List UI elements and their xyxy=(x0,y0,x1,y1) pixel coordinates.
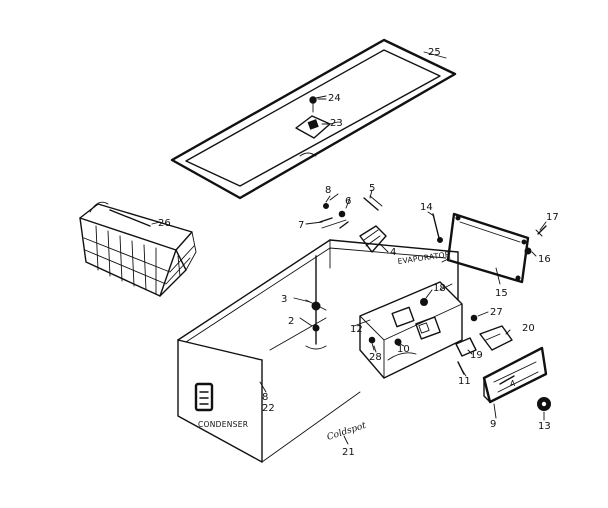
leader-lines xyxy=(151,51,547,445)
fastener-cluster xyxy=(319,193,383,223)
brand-signature: Coldspot xyxy=(326,421,368,443)
callout-11: 11 xyxy=(458,376,471,387)
callout-8-upper: 8 xyxy=(325,185,331,196)
callout-19: 19 xyxy=(470,350,483,361)
cabinet-body xyxy=(177,239,459,463)
callout-22: 22 xyxy=(262,403,275,414)
knob-13 xyxy=(537,397,551,411)
callout-3: 3 xyxy=(281,294,287,305)
evaporator-label: EVAPORATOR xyxy=(397,250,451,266)
screw-27 xyxy=(470,314,478,322)
callout-25: 25 xyxy=(428,47,441,58)
callout-18: 18 xyxy=(433,283,446,294)
control-panel xyxy=(359,281,463,379)
screw-17 xyxy=(535,225,547,237)
hinge-screw xyxy=(309,95,327,113)
terminal-19 xyxy=(455,337,477,357)
lid-gasket xyxy=(170,38,457,200)
front-cover-arrow-label: A xyxy=(510,379,516,388)
callout-14: 14 xyxy=(420,202,433,213)
callout-2: 2 xyxy=(288,316,294,327)
callout-28: 28 xyxy=(369,352,382,363)
access-cover-plate xyxy=(446,212,530,284)
callout-27: 27 xyxy=(490,307,503,318)
screw-28 xyxy=(368,336,376,351)
callout-7: 7 xyxy=(298,220,304,231)
callout-5: 5 xyxy=(369,183,375,194)
callout-17: 17 xyxy=(546,212,559,223)
callout-6: 6 xyxy=(345,196,351,207)
wire-basket xyxy=(79,201,197,297)
callout-4: 4 xyxy=(390,247,396,258)
callout-9: 9 xyxy=(490,419,496,430)
callout-15: 15 xyxy=(495,288,508,299)
callout-12: 12 xyxy=(350,324,363,335)
callout-21: 21 xyxy=(342,447,355,458)
callout-10: 10 xyxy=(397,344,410,355)
front-cover xyxy=(482,346,548,404)
callout-13: 13 xyxy=(538,421,551,432)
screw-14 xyxy=(432,213,443,243)
callout-20: 20 xyxy=(522,323,535,334)
washer-16 xyxy=(524,247,532,255)
callout-16: 16 xyxy=(538,254,551,265)
condenser-label: CONDENSER xyxy=(198,420,248,429)
callout-23: 23 xyxy=(330,118,343,129)
text-labels: EVAPORATOR CONDENSER Coldspot A xyxy=(198,250,516,443)
relay-20 xyxy=(479,325,513,351)
evaporator-bracket xyxy=(321,219,387,253)
callout-26: 26 xyxy=(158,218,171,229)
callout-8-lower: 8 xyxy=(262,392,268,403)
condenser-grille xyxy=(194,382,214,412)
callouts: 25 24 23 26 8 6 5 7 14 17 4 16 15 18 3 2… xyxy=(158,47,559,458)
hinge-bracket xyxy=(295,115,339,139)
callout-24: 24 xyxy=(328,93,341,104)
